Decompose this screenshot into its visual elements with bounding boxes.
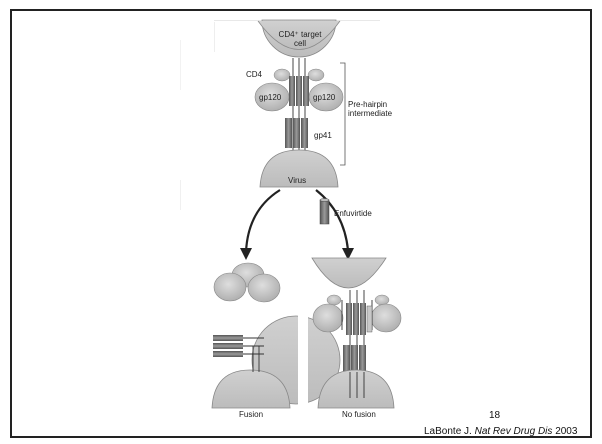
citation-author: LaBonte J. — [424, 426, 472, 437]
gp120-left-label: gp120 — [259, 93, 281, 102]
cd4-receptor-right — [308, 69, 324, 81]
cd4-receptor-left — [274, 69, 290, 81]
no-fusion-label: No fusion — [342, 410, 376, 419]
scan-artifact-line — [214, 22, 215, 52]
citation: LaBonte J. Nat Rev Drug Dis 2003 — [424, 426, 577, 437]
heptad-repeat-rod — [303, 76, 309, 106]
gp41-rod — [293, 118, 300, 148]
fusion-panel — [212, 263, 340, 410]
scan-artifact-line — [180, 180, 181, 210]
target-cell-label: CD4⁺ target cell — [275, 30, 325, 48]
pre-hairpin-label-line1: Pre-hairpin — [348, 100, 387, 109]
heptad-repeat-rod — [289, 76, 295, 106]
citation-year: 2003 — [555, 426, 577, 437]
arrows — [240, 190, 354, 260]
blocked-target-cell — [312, 258, 386, 288]
gp120-right-label: gp120 — [313, 93, 335, 102]
heptad-repeat-rod — [296, 76, 302, 106]
pre-hairpin-bracket — [340, 63, 345, 165]
gp41-label: gp41 — [314, 131, 332, 140]
enfuvirtide-icon — [320, 199, 329, 225]
citation-journal: Nat Rev Drug Dis — [475, 426, 553, 437]
scan-artifact-line — [180, 40, 181, 90]
fusion-arrow-head — [240, 248, 252, 260]
pre-hairpin-label-line2: intermediate — [348, 109, 392, 118]
enfuvirtide-label: Enfuvirtide — [334, 209, 372, 218]
page-number: 18 — [489, 410, 500, 421]
cd4-label: CD4 — [246, 70, 262, 79]
fusion-arrow — [246, 190, 280, 252]
virus-label: Virus — [288, 176, 306, 185]
gp41-rod — [301, 118, 308, 148]
fusion-label: Fusion — [239, 410, 263, 419]
gp41-rod — [285, 118, 292, 148]
